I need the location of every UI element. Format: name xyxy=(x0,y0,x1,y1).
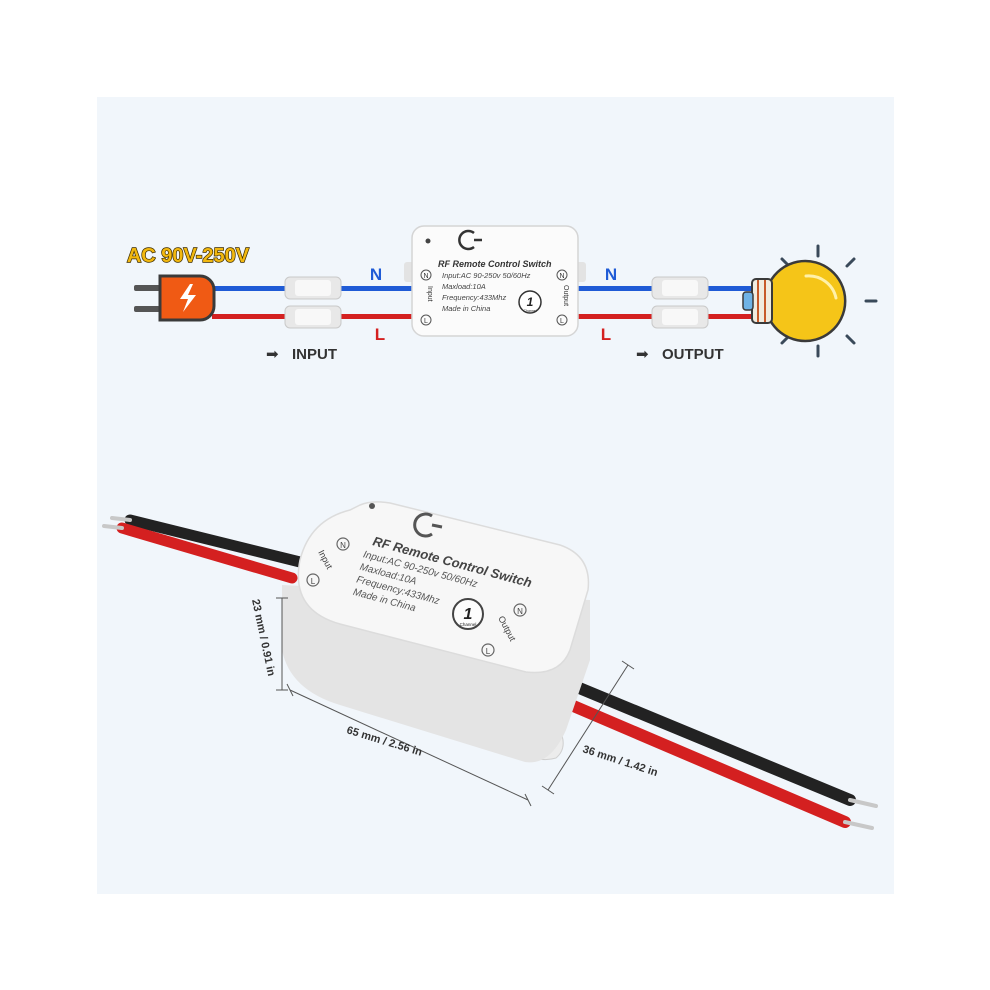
remote-logo-icon xyxy=(413,512,443,538)
terminal-n-left: N xyxy=(423,273,428,280)
live-label-left: L xyxy=(375,325,385,344)
plug-icon xyxy=(134,274,216,322)
terminal-l-left: L xyxy=(424,318,428,325)
connector-right xyxy=(651,276,709,329)
right-wire-pair xyxy=(544,674,878,830)
module-origin: Made in China xyxy=(442,304,490,313)
input-label: INPUT xyxy=(292,346,337,363)
length-dimension-label: 65 mm / 2.56 in xyxy=(345,724,424,758)
photo-terminal-n-right: N xyxy=(517,607,523,616)
side-output-label: Output xyxy=(562,285,569,306)
light-bulb-icon xyxy=(742,244,878,358)
remote-logo-icon xyxy=(458,229,482,251)
channel-word: Channel xyxy=(523,309,536,313)
photo-terminal-l-left: L xyxy=(311,577,316,586)
module-frequency: Frequency:433Mhz xyxy=(442,293,506,302)
input-caption: ➡ INPUT xyxy=(266,346,337,363)
channel-badge xyxy=(518,290,542,314)
output-caption: ➡ OUTPUT xyxy=(636,346,724,363)
connector-left xyxy=(284,276,342,329)
output-label: OUTPUT xyxy=(662,346,724,363)
dimension-height: 23 mm / 0.91 in xyxy=(249,597,288,691)
wiring-diagram: AC 90V-250V N L N L ➡ INPUT ➡ OUTPUT RF … xyxy=(126,225,878,363)
channel-number: 1 xyxy=(527,295,534,309)
module-maxload: Maxload:10A xyxy=(442,282,486,291)
photo-channel-word: Channel xyxy=(460,622,477,627)
live-label-right: L xyxy=(601,325,611,344)
module-title: RF Remote Control Switch xyxy=(438,259,552,269)
terminal-n-right: N xyxy=(559,273,564,280)
module-photo: RF Remote Control Switch Input:AC 90-250… xyxy=(282,501,590,763)
photo-channel-badge xyxy=(452,598,484,630)
neutral-label-right: N xyxy=(605,265,617,284)
height-dimension-label: 23 mm / 0.91 in xyxy=(249,598,277,677)
terminal-l-right: L xyxy=(560,318,564,325)
width-dimension-label: 36 mm / 1.42 in xyxy=(581,743,659,779)
photo-terminal-l-right: L xyxy=(486,647,491,656)
photo-terminal-n-left: N xyxy=(340,541,346,550)
voltage-label: AC 90V-250V xyxy=(127,245,250,267)
arrow-right-icon: ➡ xyxy=(636,346,649,363)
arrow-right-icon: ➡ xyxy=(266,346,279,363)
photo-channel-number: 1 xyxy=(464,606,473,623)
side-input-label: Input xyxy=(426,286,433,302)
module-input-spec: Input:AC 90-250v 50/60Hz xyxy=(442,271,531,280)
left-wire-pair xyxy=(102,514,306,584)
neutral-label-left: N xyxy=(370,265,382,284)
product-photo: RF Remote Control Switch Input:AC 90-250… xyxy=(102,501,878,830)
module-diagram: RF Remote Control Switch Input:AC 90-250… xyxy=(404,225,586,337)
